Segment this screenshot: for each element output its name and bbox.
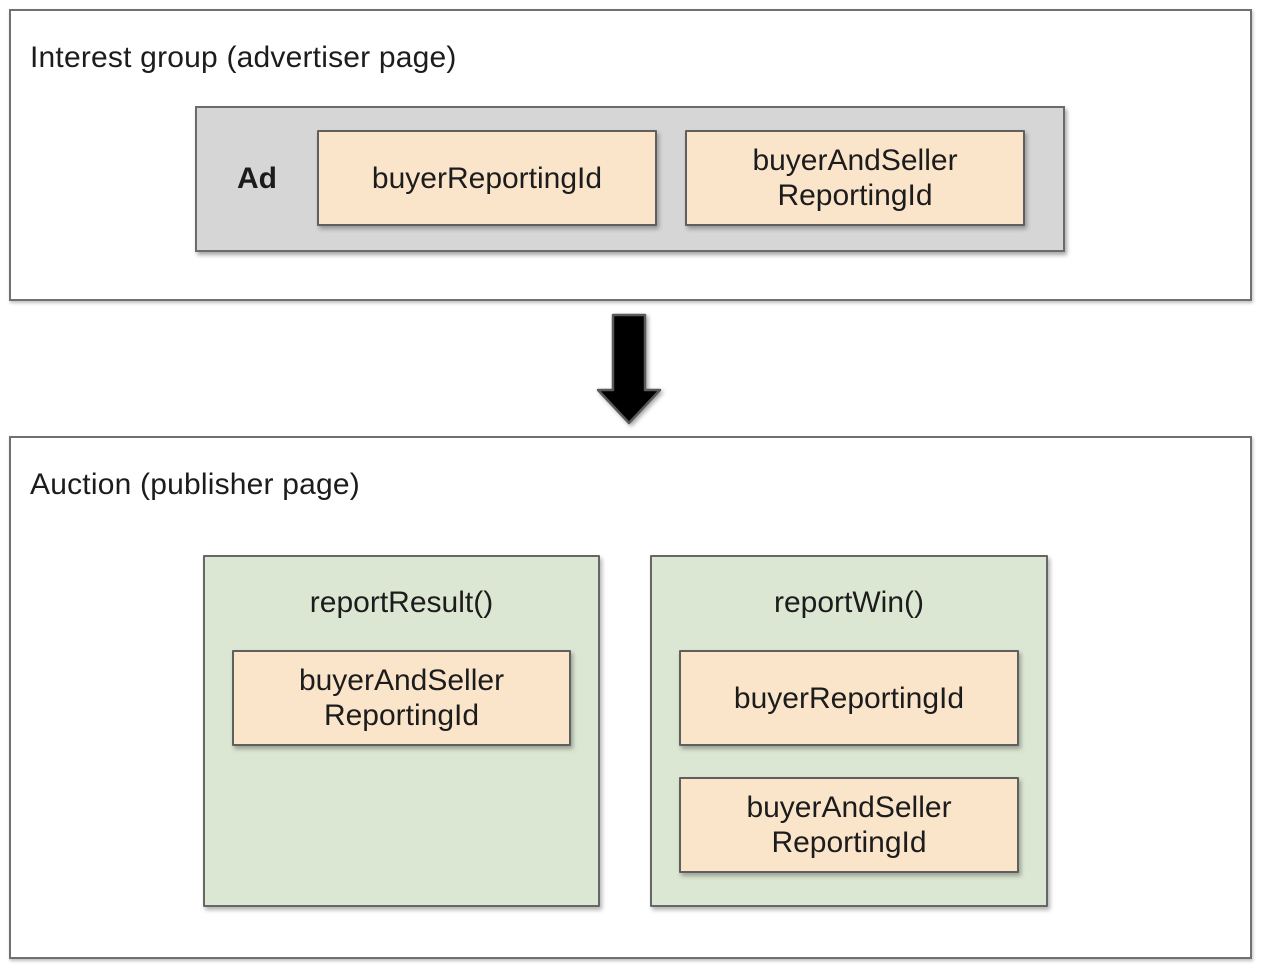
field-buyer-reporting-id: buyerReportingId [317,130,657,226]
field-buyer-reporting-id: buyerReportingId [679,650,1019,746]
field-buyer-and-seller-reporting-id: buyerAndSeller ReportingId [679,777,1019,873]
report-result-title: reportResult() [309,586,494,619]
interest-group-title: Interest group (advertiser page) [30,41,457,74]
ad-label: Ad [237,162,277,195]
auction-section [9,436,1252,959]
report-win-title: reportWin() [773,586,924,619]
field-buyer-and-seller-reporting-id: buyerAndSeller ReportingId [685,130,1025,226]
down-arrow-icon [596,313,662,425]
field-buyer-and-seller-reporting-id: buyerAndSeller ReportingId [232,650,571,746]
auction-title: Auction (publisher page) [30,468,360,501]
